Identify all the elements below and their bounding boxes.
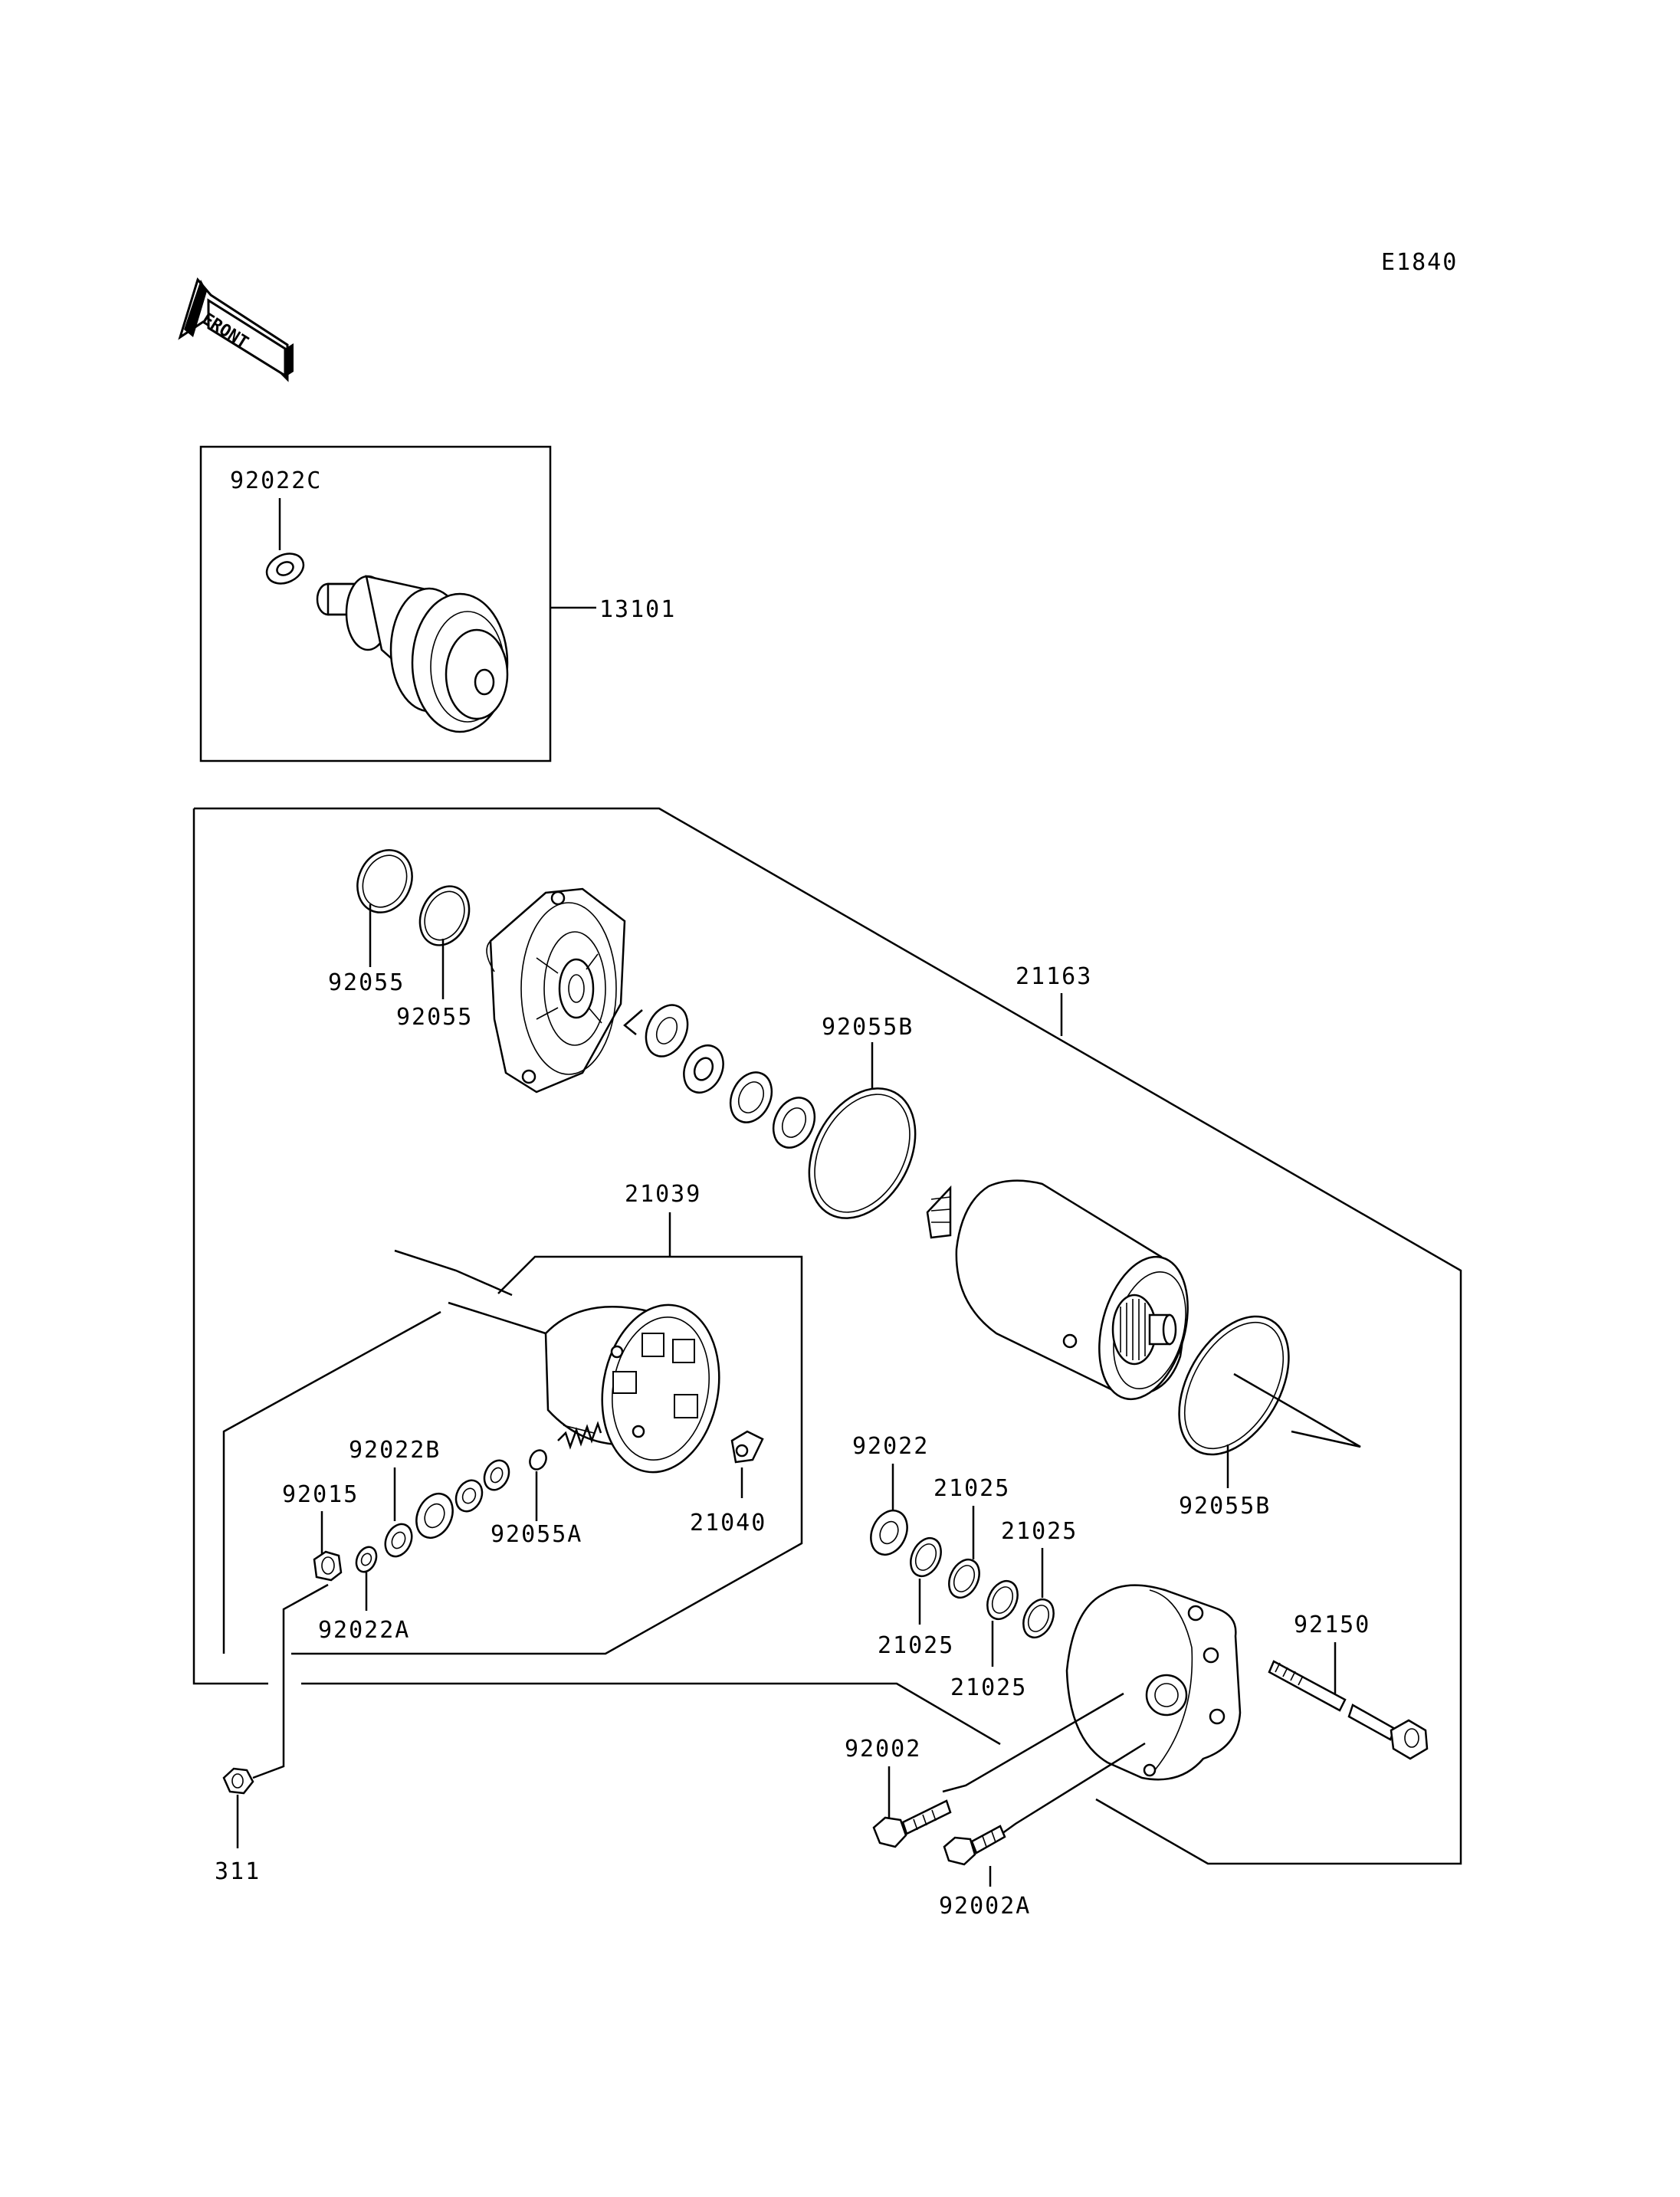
washer-92022 xyxy=(870,1510,908,1556)
label-92055-a: 92055 xyxy=(328,969,405,996)
o-ring-92055b-top xyxy=(808,1087,917,1219)
label-311: 311 xyxy=(215,1858,261,1885)
terminal-21040 xyxy=(730,1430,764,1464)
label-21040: 21040 xyxy=(690,1510,766,1536)
label-92015: 92015 xyxy=(282,1481,359,1508)
brush-holder-21039 xyxy=(544,1303,720,1474)
label-92055b-top: 92055B xyxy=(822,1014,914,1041)
bolt-92002a xyxy=(943,1825,1006,1866)
nut-311 xyxy=(222,1767,254,1795)
o-ring-92055-a xyxy=(356,849,413,913)
label-21025-2: 21025 xyxy=(1001,1518,1078,1545)
label-92002: 92002 xyxy=(845,1736,921,1763)
shims-21025 xyxy=(910,1536,1055,1639)
nut-92015 xyxy=(313,1550,343,1582)
label-21025-4: 21025 xyxy=(950,1674,1027,1701)
front-cover-housing xyxy=(486,887,626,1094)
brush-holder-box xyxy=(222,1310,441,1654)
o-ring-92055b-bottom xyxy=(1178,1315,1290,1456)
label-92055a: 92055A xyxy=(491,1521,582,1548)
label-92022c: 92022C xyxy=(230,467,322,494)
washer-92022c xyxy=(265,553,305,585)
o-ring-92055-b xyxy=(418,885,471,946)
starter-clutch-13101 xyxy=(316,575,509,733)
label-92002a: 92002A xyxy=(939,1893,1031,1920)
spring-icon xyxy=(557,1421,602,1450)
label-92022: 92022 xyxy=(852,1433,929,1460)
label-92022a: 92022A xyxy=(318,1617,410,1644)
label-21163: 21163 xyxy=(1016,963,1092,990)
label-21025-1: 21025 xyxy=(934,1475,1010,1502)
rear-cover xyxy=(1065,1584,1242,1781)
diagram-code: E1840 xyxy=(1381,249,1458,276)
bolt-92150 xyxy=(1268,1660,1429,1760)
front-arrow-icon: FRONT xyxy=(178,277,294,382)
label-92055b-bottom: 92055B xyxy=(1179,1493,1271,1520)
label-21039: 21039 xyxy=(625,1181,701,1208)
label-13101: 13101 xyxy=(599,596,676,623)
motor-yoke-armature xyxy=(926,1179,1189,1401)
retainer-plate xyxy=(623,1004,689,1058)
label-92022b: 92022B xyxy=(349,1437,441,1464)
circlip-92055a xyxy=(529,1449,547,1471)
bolt-92002 xyxy=(872,1799,952,1848)
label-92150: 92150 xyxy=(1294,1612,1370,1638)
washer-group-left xyxy=(355,1459,510,1573)
label-92055-b: 92055 xyxy=(396,1004,473,1031)
washer-stack xyxy=(683,1044,816,1149)
housing-outline xyxy=(194,807,1462,1865)
label-21025-3: 21025 xyxy=(878,1632,954,1659)
starter-clutch-box xyxy=(199,445,552,762)
